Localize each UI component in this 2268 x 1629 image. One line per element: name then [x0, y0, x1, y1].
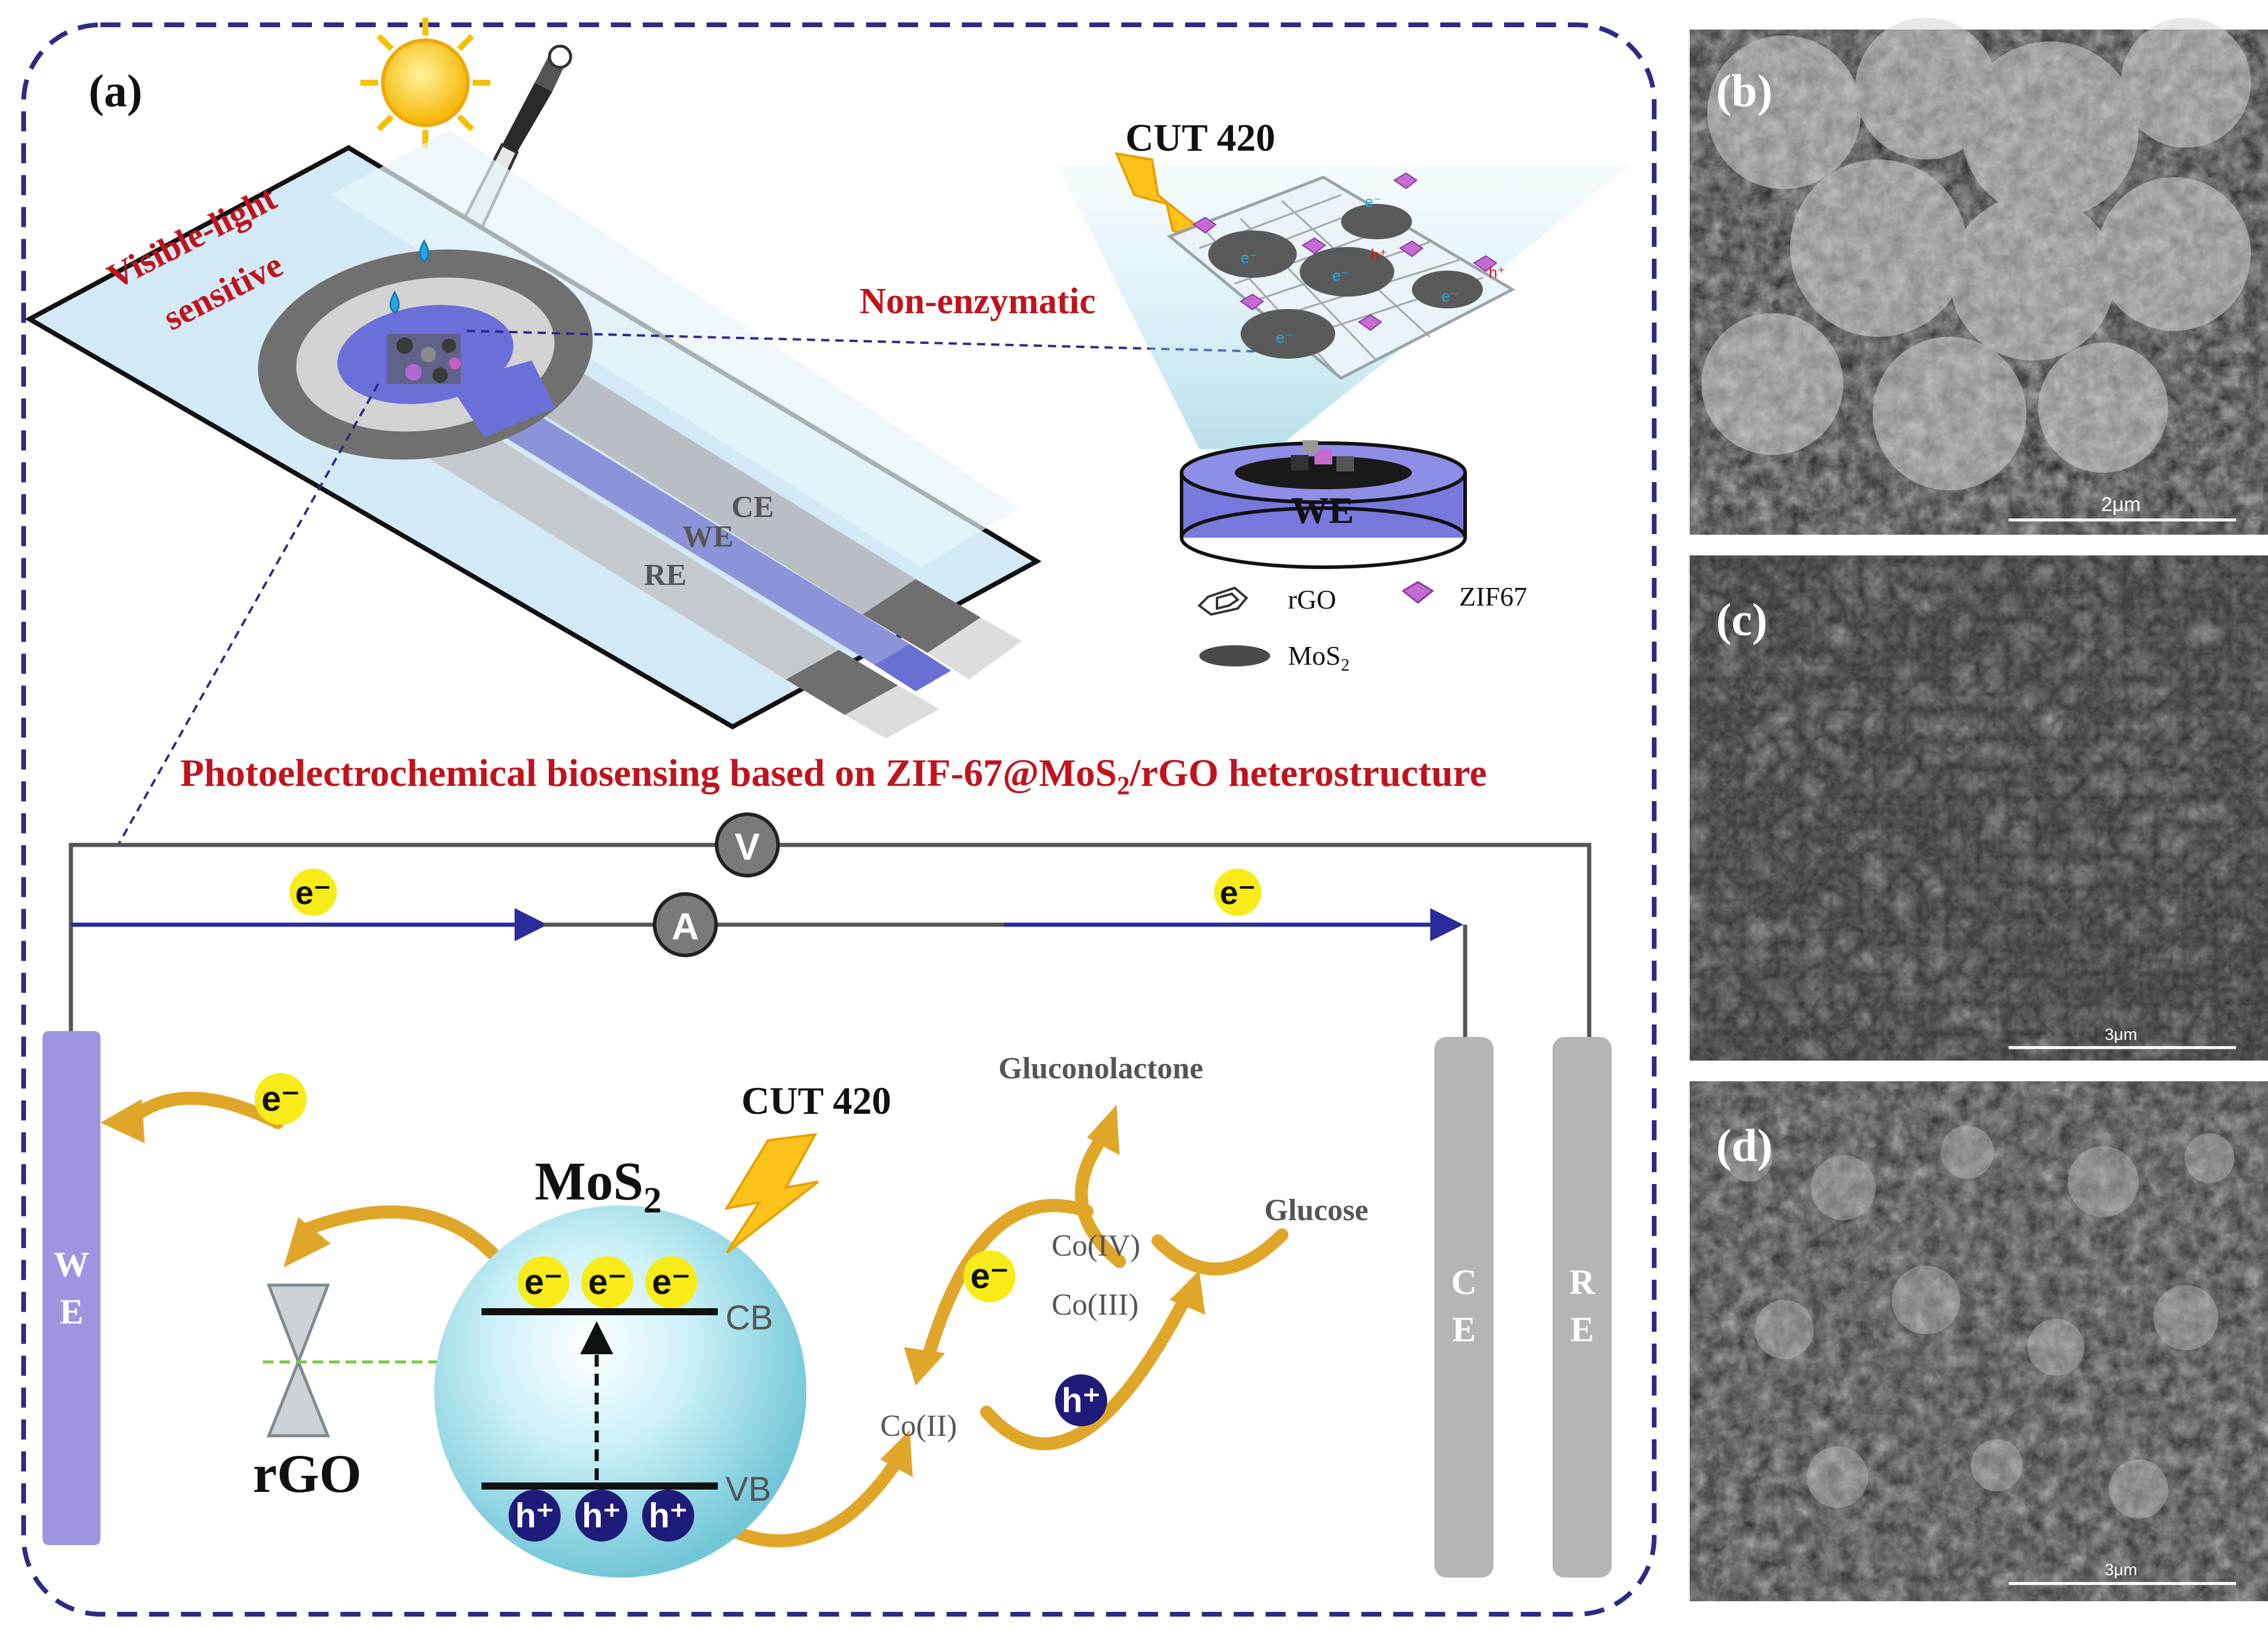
voltmeter-icon: [715, 812, 780, 877]
re-electrode: [1553, 1037, 1612, 1578]
rgo-legend-label: rGO: [1288, 584, 1336, 614]
ce-electrode: [1434, 1037, 1493, 1578]
voltmeter-label: V: [735, 825, 760, 868]
inset-we-label: WE: [1291, 489, 1354, 531]
mos2-label: MoS2: [535, 1151, 662, 1221]
inset-electron-label: e⁻: [1276, 329, 1293, 346]
mos2-legend-label: MoS2: [1288, 640, 1349, 675]
panel-label-c: (c): [1716, 594, 1768, 645]
drop-icon: [389, 291, 400, 314]
gluconolactone-label: Gluconolactone: [998, 1052, 1203, 1085]
panel-a-border: [21, 22, 1657, 1617]
we-electrode: [43, 1031, 100, 1545]
cb-label: CB: [725, 1299, 773, 1337]
hole-icon: [1055, 1374, 1107, 1426]
electron-label: e⁻: [970, 1256, 1008, 1296]
scale-bar-label-d: 3μm: [2104, 1560, 2137, 1579]
inset-electron-label: e⁻: [1241, 249, 1257, 266]
co4-label: Co(IV): [1052, 1229, 1140, 1263]
rgo-label: rGO: [253, 1443, 362, 1504]
glucose-label: Glucose: [1264, 1194, 1368, 1227]
electron-label: e⁻: [261, 1079, 300, 1118]
we-label: WE: [682, 520, 734, 554]
callout-line: [466, 330, 1265, 353]
electron-icon: [964, 1250, 1016, 1302]
catalyst-patch: [387, 334, 461, 384]
drop-icon: [419, 239, 429, 262]
vb-hole-label: h⁺: [582, 1497, 621, 1535]
we-electrode-letter-1: W: [54, 1245, 89, 1284]
cb-electron-label: e⁻: [652, 1262, 690, 1302]
ce-label: CE: [731, 490, 774, 524]
ce-electrode-letter-2: E: [1452, 1310, 1476, 1349]
sun-icon: [360, 18, 490, 148]
printed-electrode: Visible-light sensitive CE WE RE: [24, 130, 1042, 739]
re-electrode-letter-2: E: [1570, 1310, 1594, 1349]
cb-electron-label: e⁻: [524, 1262, 562, 1302]
ce-electrode-letter-1: C: [1451, 1263, 1476, 1302]
re-label: RE: [644, 558, 686, 592]
co3-label: Co(III): [1052, 1288, 1138, 1322]
inset-hole-label: h⁺: [1371, 246, 1387, 264]
figure-title: Photoelectrochemical biosensing based on…: [180, 752, 1487, 800]
mechanism: rGO MoS2 CUT 420 CB VB e⁻ e⁻ e⁻ h⁺ h⁺ h⁺…: [100, 1052, 1368, 1578]
vb-holes: h⁺ h⁺ h⁺: [509, 1490, 694, 1542]
inset-electron-label: e⁻: [1365, 193, 1381, 210]
cb-electrons: e⁻ e⁻ e⁻: [518, 1256, 697, 1308]
ce-track: [484, 349, 916, 614]
scale-bar-label-c: 3μm: [2104, 1025, 2137, 1043]
legend: rGO ZIF67 MoS2: [1197, 581, 1527, 675]
zif67-legend-label: ZIF67: [1459, 581, 1527, 612]
electron-icon: [1214, 869, 1261, 916]
ammeter-label: A: [672, 905, 699, 948]
lightning-icon: [724, 1133, 819, 1254]
rgo-legend-icon: [1197, 586, 1248, 616]
inset-heterostructure: CUT 420 Non-enzymatic e⁻ e⁻ e⁻ e⁻ e⁻ h⁺ …: [860, 116, 1631, 569]
electron-label: e⁻: [295, 874, 331, 911]
ammeter-icon: [653, 892, 718, 957]
vb-label: VB: [725, 1470, 771, 1508]
re-electrode-letter-1: R: [1569, 1263, 1595, 1302]
we-electrode-letter-2: E: [60, 1292, 83, 1331]
re-track: [414, 420, 839, 679]
inset-electron-label: e⁻: [1442, 287, 1458, 305]
panel-label-d: (d): [1716, 1120, 1772, 1171]
electron-icon: [255, 1073, 307, 1125]
electron-icon: [289, 869, 337, 916]
we-track: [467, 393, 910, 665]
vb-hole-label: h⁺: [515, 1497, 554, 1535]
sem-panel-d: 3μm (d): [1690, 1081, 2268, 1601]
scale-bar-label-b: 2μm: [2101, 493, 2141, 516]
zif67-legend-icon: [1401, 581, 1434, 604]
circuit: V A e⁻ e⁻ W E C E R E: [43, 812, 1612, 1578]
hole-label: h⁺: [1062, 1381, 1101, 1420]
co2-label: Co(II): [880, 1409, 957, 1443]
non-enzymatic-label: Non-enzymatic: [860, 281, 1095, 321]
vb-hole-label: h⁺: [649, 1497, 688, 1535]
mos2-legend-icon: [1199, 645, 1270, 666]
panel-label-b: (b): [1716, 65, 1772, 116]
rgo-cone-icon: [266, 1283, 330, 1438]
inset-electron-label: e⁻: [1332, 266, 1349, 284]
sem-panel-c: 3μm (c): [1690, 555, 2268, 1061]
inset-hole-label: h⁺: [1489, 264, 1505, 281]
mechanism-cut-label: CUT 420: [741, 1080, 891, 1123]
inset-cut-label: CUT 420: [1125, 116, 1275, 160]
electron-label: e⁻: [1220, 874, 1256, 911]
sem-panel-b: 2μm (b): [1690, 18, 2268, 535]
cb-electron-label: e⁻: [588, 1262, 626, 1302]
callout-line: [117, 383, 379, 846]
panel-label-a: (a): [89, 65, 142, 116]
